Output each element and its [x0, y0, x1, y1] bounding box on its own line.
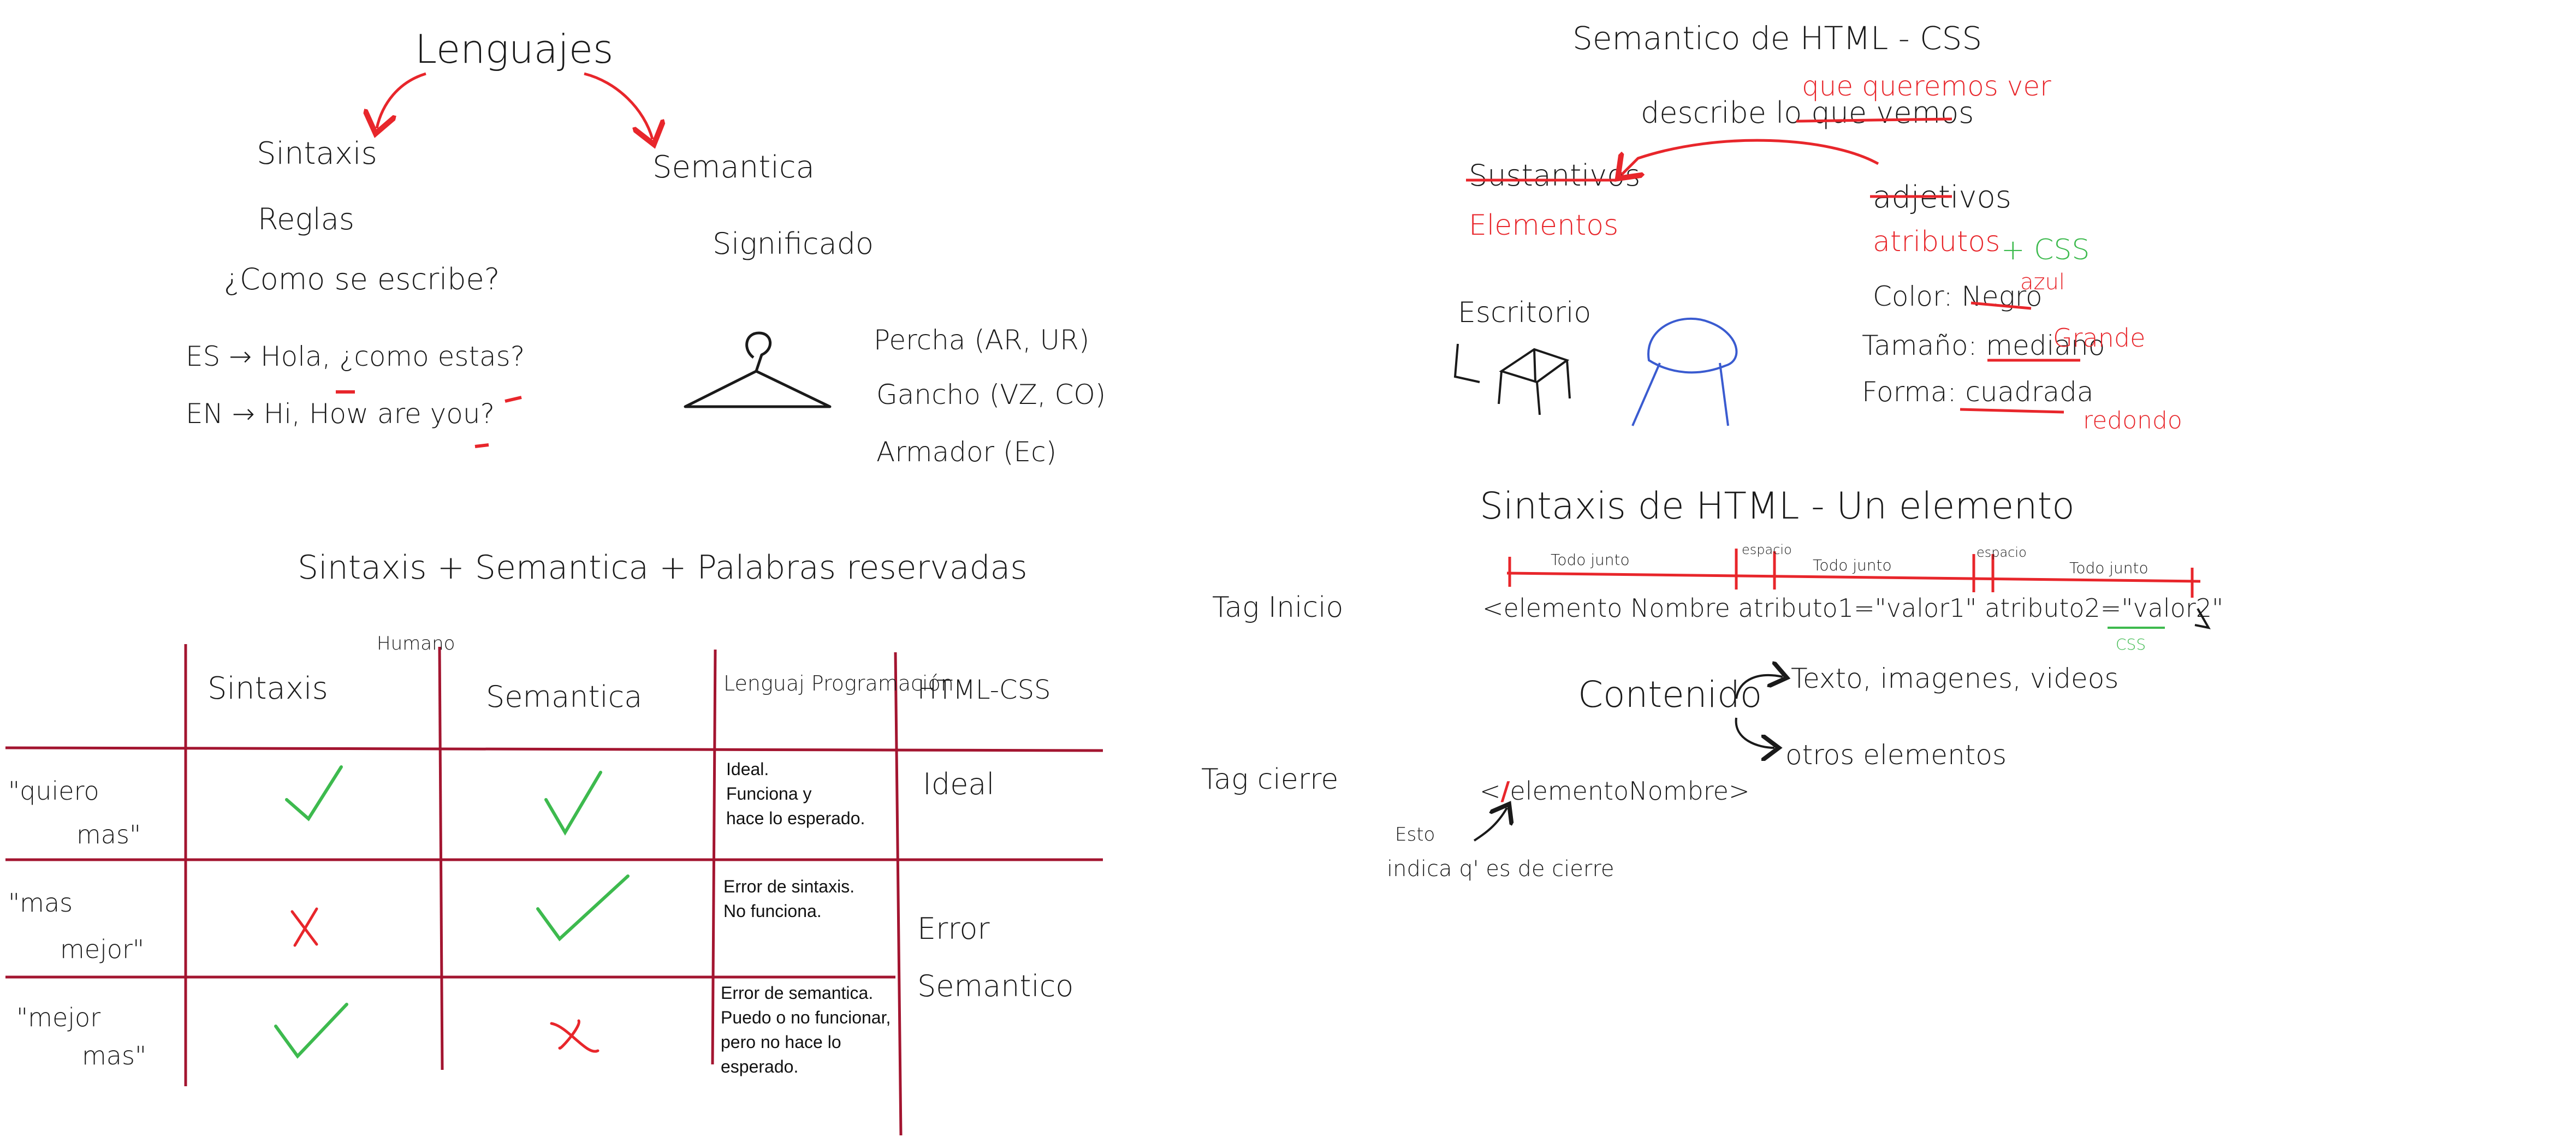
attr-forma: Forma: cuadrada — [1862, 376, 2093, 408]
cursor-arrow-icon — [2194, 608, 2211, 629]
row2-label-b: mejor" — [60, 934, 144, 964]
row1-note-2: Funciona y — [726, 784, 812, 803]
strike-negro — [1970, 301, 2032, 310]
reglas-label: Reglas — [258, 202, 354, 236]
row2-label-a: "mas — [8, 888, 73, 918]
en-example: EN → Hi, How are you? — [186, 398, 495, 430]
tag-cierre-label: Tag cierre — [1201, 763, 1338, 796]
comparison-table: Humano Sintaxis Semantica Lenguaj Progra… — [5, 633, 1103, 1136]
humano-label: Humano — [377, 633, 455, 654]
header-sintaxis: Sintaxis — [207, 671, 328, 706]
header-lenguaje-text: Lenguaj Programación — [723, 671, 954, 695]
semantico-title: Semantico de HTML - CSS — [1572, 20, 1982, 57]
contenido-label: Contenido — [1578, 674, 1762, 716]
css-note: CSS — [2116, 635, 2146, 653]
contenido-texto: Texto, imagenes, videos — [1791, 663, 2118, 694]
check-icon — [285, 765, 343, 821]
arrow-to-texto — [1735, 675, 1783, 699]
es-underline-close — [504, 396, 522, 403]
semantica-label: Semantica — [652, 150, 815, 185]
sintaxis-html-title: Sintaxis de HTML - Un elemento — [1480, 485, 2075, 528]
sintaxis-label: Sintaxis — [257, 136, 377, 171]
person-sketch-icon — [1631, 317, 1738, 426]
arrow-to-semantica — [584, 72, 652, 139]
indica-label: indica q' es de cierre — [1387, 856, 1615, 882]
tag-close-lt: < — [1480, 776, 1501, 806]
arrow-to-sintaxis — [377, 72, 426, 128]
en-underline — [474, 443, 489, 448]
strike-cuadrada — [1960, 408, 2064, 414]
plus-css: + CSS — [2001, 234, 2090, 266]
arrow-adjetivos-to-sustantivos — [1622, 139, 1879, 175]
row1-note-1: Ideal. — [726, 759, 769, 779]
cross-icon — [290, 907, 318, 947]
row1-note-3: hace lo esperado. — [726, 808, 865, 828]
hanger-word-1: Percha (AR, UR) — [874, 324, 1089, 356]
hanger-word-2: Gancho (VZ, CO) — [876, 379, 1106, 410]
ruler-label-2: espacio — [1742, 542, 1792, 557]
chair-icon — [1453, 343, 1571, 415]
strike-que-vemos — [1796, 117, 1952, 123]
lenguajes-title: Lenguajes — [415, 26, 614, 72]
attr-color-fix: azul — [2020, 270, 2065, 295]
row1-html-css: Ideal — [923, 767, 995, 801]
row2-note-1: Error de sintaxis. — [723, 877, 854, 896]
que-queremos-ver: que queremos ver — [1802, 70, 2051, 102]
arrow-esto — [1473, 808, 1507, 842]
tag-open-code: <elemento Nombre atributo1="valor1" atri… — [1482, 593, 2223, 623]
row3-note-1: Error de semantica. — [721, 983, 873, 1003]
check-icon — [544, 771, 602, 836]
check-icon — [274, 1003, 348, 1059]
tag-inicio-label: Tag Inicio — [1212, 591, 1343, 624]
ruler-label-5: Todo junto — [2069, 559, 2148, 577]
header-lenguaje: Lenguaj Programación — [723, 671, 954, 695]
tag-close-slash: / — [1501, 776, 1510, 806]
hanger-word-3: Armador (Ec) — [876, 436, 1056, 468]
escritorio-label: Escritorio — [1458, 296, 1591, 329]
ruler-label-3: Todo junto — [1813, 556, 1892, 574]
esto-label: Esto — [1395, 824, 1435, 846]
attr-tamano: Tamaño: mediano — [1862, 330, 2105, 361]
row3-label-b: mas" — [82, 1041, 146, 1070]
formula-line: Sintaxis + Semantica + Palabras reservad… — [298, 549, 1028, 587]
contenido-otros: otros elementos — [1785, 739, 2007, 771]
row1-label-b: mas" — [76, 820, 141, 849]
attr-forma-fix: redondo — [2083, 407, 2182, 434]
atributos-label: atributos — [1873, 225, 2000, 258]
tag-close-rest: elementoNombre> — [1510, 776, 1749, 806]
describe-lo: describe lo que vemos — [1641, 96, 1974, 130]
table-grid — [5, 644, 1103, 1136]
tag-close-code: </elementoNombre> — [1480, 776, 1750, 806]
ruler-label-4: espacio — [1976, 545, 2027, 560]
sustantivos-label: Sustantivos — [1469, 158, 1640, 193]
segment-ruler — [1506, 549, 2201, 598]
cross-icon — [550, 1019, 600, 1053]
check-icon — [536, 874, 630, 942]
left-panel: Lenguajes Sintaxis Semantica Reglas Sign… — [5, 26, 1106, 1136]
ruler-label-1: Todo junto — [1551, 551, 1630, 569]
row2-note-2: No funciona. — [723, 901, 822, 921]
header-semantica: Semantica — [486, 680, 642, 714]
row3-note-4: esperado. — [721, 1057, 798, 1076]
row2-html-css-b: Semantico — [917, 969, 1073, 1003]
header-html-css: HTML-CSS — [917, 675, 1051, 705]
como-se-escribe: ¿Como se escribe? — [224, 262, 500, 296]
clothes-hanger-icon — [684, 331, 832, 408]
es-example: ES → Hola, ¿como estas? — [186, 341, 525, 372]
row3-note-3: pero no hace lo — [721, 1032, 841, 1052]
attr-tamano-fix: Grande — [2053, 323, 2145, 353]
right-panel: Semantico de HTML - CSS que queremos ver… — [1201, 20, 2223, 882]
row1-label-a: "quiero — [8, 776, 99, 806]
elementos-label: Elementos — [1469, 209, 1618, 242]
row3-label-a: "mejor — [16, 1003, 100, 1032]
row3-note-2: Puedo o no funcionar, — [721, 1008, 891, 1027]
row2-html-css-a: Error — [917, 912, 990, 946]
arrow-to-otros — [1735, 717, 1774, 748]
significado-label: Significado — [713, 227, 874, 261]
